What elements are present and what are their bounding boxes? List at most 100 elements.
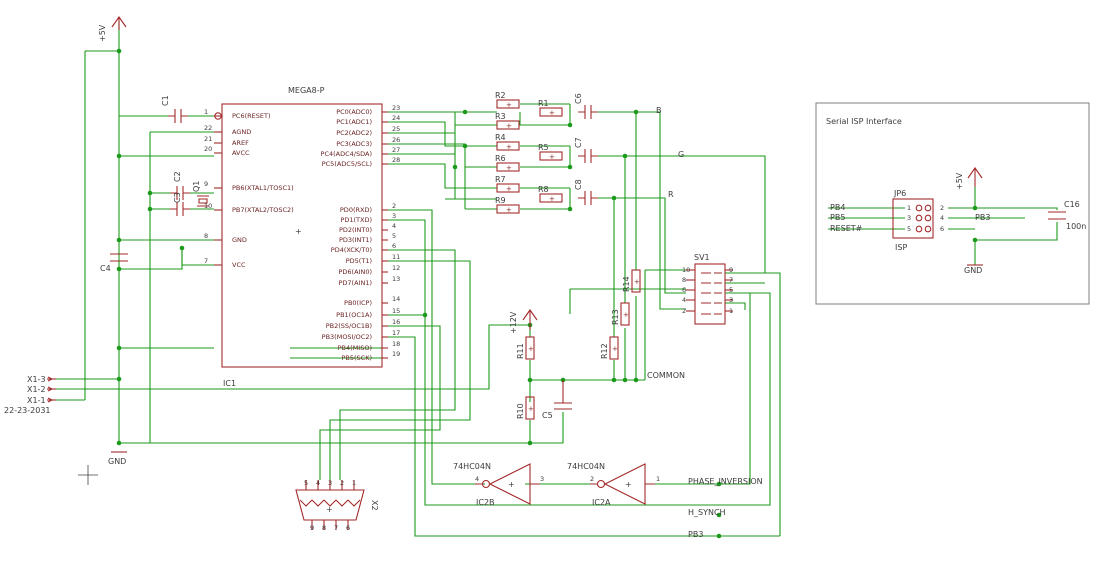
gate-ic2b: 74HC04N IC2B 3 4 + [453, 462, 544, 507]
resistor-label: R14 [622, 276, 631, 292]
mcu-pin-number: 16 [392, 318, 400, 326]
mcu-pin-number: 4 [392, 222, 396, 230]
resistor-label: R4 [495, 133, 506, 142]
svg-text:+5V: +5V [955, 172, 964, 190]
mcu-pin-number: 18 [392, 340, 400, 348]
mcu-pin-name: AVCC [232, 149, 250, 157]
mcu-pin-name: PB5(SCK) [341, 354, 372, 362]
junctions [116, 48, 978, 539]
dsub-pin-number: 7 [334, 524, 338, 532]
mcu-pin-number: 5 [392, 232, 396, 240]
vertical-resistors: +R14+R13+R12+R11+R10 [516, 269, 641, 420]
svg-text:+: + [612, 345, 618, 353]
sv1-pin-number: 10 [682, 266, 690, 274]
resistor-label: R3 [495, 112, 506, 121]
dsub-pin-number: 6 [346, 524, 350, 532]
svg-text:GND: GND [964, 266, 982, 275]
mcu-name: MEGA8-P [288, 86, 325, 95]
isp-pin-number: 4 [940, 214, 944, 222]
mcu-pin-name: PB1(OC1A) [336, 311, 372, 319]
svg-text:RESET#: RESET# [830, 224, 863, 233]
mcu-pin-name: PB7(XTAL2/TOSC2) [232, 206, 294, 214]
mcu-pin-number: 9 [204, 180, 208, 188]
resistor-r8: +R8 [538, 185, 563, 203]
mcu-pin-name: PD6(AIN0) [339, 268, 373, 276]
resistor-r6: +R6 [495, 154, 520, 172]
svg-text:GND: GND [108, 457, 126, 466]
dsub-pin-number: 2 [340, 479, 344, 487]
svg-text:PB4: PB4 [830, 203, 845, 212]
mcu-pin-number: 26 [392, 136, 400, 144]
mcu-pin-name: PB0(ICP) [344, 299, 372, 307]
x1-pin-label: X1-1 [27, 396, 46, 405]
svg-text:C6: C6 [574, 93, 583, 104]
resistor-label: R6 [495, 154, 506, 163]
svg-text:JP6: JP6 [893, 189, 906, 198]
svg-text:100n: 100n [1066, 222, 1086, 231]
mcu-pin-name: PD3(INT1) [339, 236, 372, 244]
mcu-pin-name: PC2(ADC2) [336, 129, 372, 137]
resistor-r12: +R12 [600, 336, 619, 360]
resistor-r10: +R10 [516, 396, 535, 420]
svg-text:+: + [326, 505, 333, 514]
svg-text:C5: C5 [542, 411, 553, 420]
mcu-pin-number: 25 [392, 125, 400, 133]
mcu-pin-number: 27 [392, 146, 400, 154]
mcu-pin-name: PD0(RXD) [340, 206, 372, 214]
resistor-r14: +R14 [622, 269, 641, 293]
dsub-pin-number: 9 [310, 524, 314, 532]
mcu-pin-number: 8 [204, 232, 208, 240]
mcu-pin-number: 19 [392, 350, 400, 358]
svg-text:PB3: PB3 [975, 213, 990, 222]
mcu-pin-number: 22 [204, 124, 212, 132]
sv1-pin-number: 8 [682, 276, 686, 284]
resistor-label: R9 [495, 196, 506, 205]
mcu-pin-name: PD2(INT0) [339, 226, 372, 234]
svg-text:+: + [623, 311, 629, 319]
svg-text:C1: C1 [161, 95, 170, 106]
svg-text:+: + [506, 101, 512, 109]
resistor-r3: +R3 [495, 112, 520, 130]
svg-text:3: 3 [540, 475, 544, 483]
svg-text:+: + [549, 109, 555, 117]
mcu-pin-name: PD5(T1) [346, 257, 372, 265]
mcu-pin-number: 11 [392, 253, 400, 261]
svg-text:1: 1 [656, 475, 660, 483]
mcu-pin-name: PB2(SS/OC1B) [326, 322, 372, 330]
svg-text:+: + [295, 227, 302, 236]
svg-text:+: + [625, 480, 632, 489]
svg-text:+: + [528, 345, 534, 353]
mcu-pin-number: 1 [204, 108, 208, 116]
vpp-symbol: +12V [509, 309, 538, 334]
gnd-symbol: GND [108, 451, 127, 466]
mcu-pin-name: AREF [232, 139, 249, 147]
resistor-r5: +R5 [538, 143, 563, 161]
mcu-pin-name: PD7(AIN1) [339, 279, 373, 287]
resistor-r4: +R4 [495, 133, 520, 151]
resistor-r9: +R9 [495, 196, 520, 214]
svg-text:+12V: +12V [509, 311, 518, 334]
gate-ic2a: 74HC04N IC2A 1 2 + [567, 462, 660, 507]
resistor-r2: +R2 [495, 91, 520, 109]
mcu-pin-number: 23 [392, 104, 400, 112]
mcu-pin-name: VCC [232, 261, 246, 269]
isp-pin-number: 6 [940, 225, 944, 233]
net-label-b: B [656, 106, 662, 115]
svg-text:C16: C16 [1064, 200, 1080, 209]
sv1-pin-number: 6 [682, 286, 686, 294]
mcu-pin-name: PC1(ADC1) [336, 118, 372, 126]
svg-text:+5V: +5V [98, 24, 107, 42]
net-label-phase: PHASE_INVERSION [688, 477, 763, 486]
net-label-common: COMMON [647, 371, 685, 380]
sv1-pin-number: 9 [729, 266, 733, 274]
svg-text:+: + [528, 405, 534, 413]
svg-text:C7: C7 [574, 137, 583, 148]
resistor-label: R5 [538, 143, 549, 152]
mcu-pin-name: PC3(ADC3) [336, 140, 372, 148]
mcu-pin-name: PC6(RESET) [232, 112, 271, 120]
sv1-pin-number: 3 [729, 296, 733, 304]
mcu-pin-name: PD4(XCK/T0) [331, 246, 372, 254]
